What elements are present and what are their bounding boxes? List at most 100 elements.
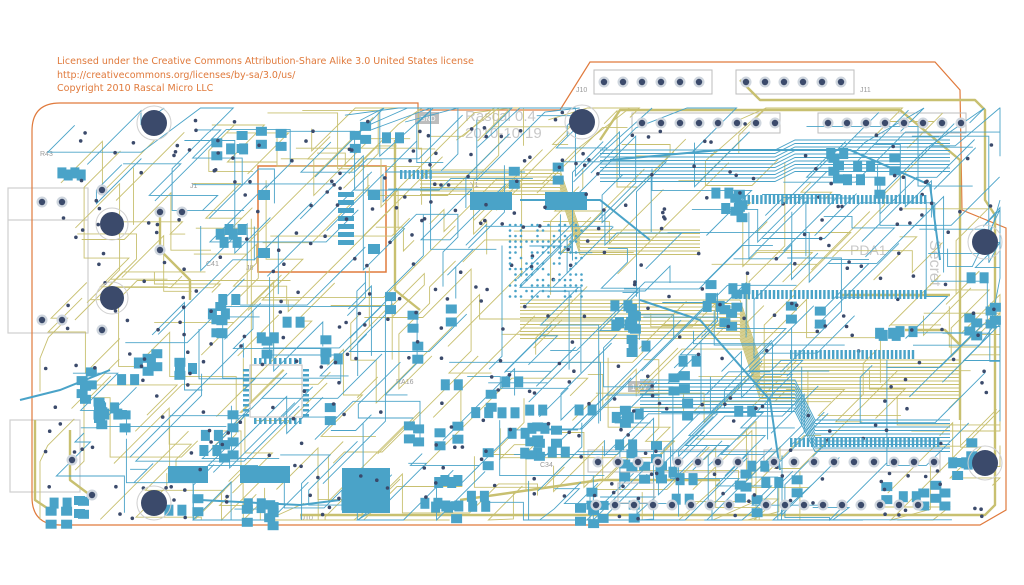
smd-pad bbox=[78, 509, 89, 519]
via bbox=[411, 149, 416, 153]
sdram-pad bbox=[789, 195, 792, 204]
via bbox=[512, 211, 517, 215]
via bbox=[882, 487, 887, 492]
via bbox=[602, 208, 606, 212]
smd-pad bbox=[295, 316, 305, 328]
via bbox=[47, 429, 52, 434]
via bbox=[841, 314, 846, 318]
sdram-pad bbox=[844, 438, 847, 447]
bga-pad bbox=[525, 267, 528, 271]
via bbox=[388, 240, 392, 245]
via bbox=[469, 127, 474, 131]
top-trace bbox=[262, 184, 370, 244]
bga-pad bbox=[514, 267, 517, 271]
via bbox=[836, 204, 840, 209]
bottom-trace bbox=[572, 141, 604, 261]
via bbox=[692, 164, 696, 168]
sdram-pad bbox=[882, 350, 885, 359]
bga-pad bbox=[547, 295, 550, 298]
bga-pad bbox=[508, 229, 512, 232]
bga-pad bbox=[508, 256, 512, 260]
bga-pad bbox=[530, 284, 534, 287]
sdram-pad bbox=[886, 290, 889, 299]
top-trace bbox=[473, 456, 565, 488]
smd-pad bbox=[675, 474, 685, 486]
sdram-pad bbox=[781, 290, 784, 299]
sdram-pad bbox=[894, 195, 897, 204]
via bbox=[596, 172, 600, 176]
via bbox=[354, 356, 358, 361]
via bbox=[636, 516, 640, 521]
bottom-trace bbox=[299, 114, 463, 173]
bga-pad bbox=[514, 289, 517, 293]
via bbox=[335, 203, 340, 207]
j8-pin-pad bbox=[338, 232, 354, 237]
via bbox=[125, 318, 130, 323]
bga-pad bbox=[514, 273, 517, 276]
smd-pad bbox=[520, 447, 530, 459]
sdram-pad bbox=[853, 438, 856, 447]
sdram-pad bbox=[844, 290, 847, 299]
via bbox=[441, 465, 446, 470]
via bbox=[903, 377, 908, 382]
bottom-trace bbox=[154, 129, 291, 202]
bga-pad bbox=[508, 262, 512, 265]
smd-pad bbox=[199, 445, 209, 456]
header-pin bbox=[649, 501, 657, 509]
via bbox=[765, 348, 769, 353]
bottom-trace bbox=[467, 376, 569, 418]
qfp-pad bbox=[269, 418, 272, 424]
smd-pad bbox=[621, 408, 631, 420]
via bbox=[338, 186, 342, 191]
bottom-trace bbox=[859, 364, 986, 424]
via bbox=[823, 324, 828, 328]
via bbox=[439, 326, 444, 330]
jack-pin bbox=[58, 316, 66, 324]
via bbox=[662, 207, 667, 211]
jack-pin bbox=[98, 326, 106, 334]
crystal-pad-right bbox=[545, 192, 587, 210]
via bbox=[532, 492, 537, 496]
header-pin bbox=[810, 458, 818, 466]
via bbox=[929, 201, 934, 206]
smd-pad bbox=[641, 340, 651, 352]
top-trace bbox=[240, 369, 285, 414]
via bbox=[621, 484, 625, 489]
via bbox=[827, 243, 831, 248]
sdram-pad bbox=[894, 290, 897, 299]
top-trace bbox=[635, 138, 687, 187]
sdram-pad bbox=[852, 290, 855, 299]
j8-connector-outline bbox=[257, 165, 387, 273]
via bbox=[980, 514, 984, 519]
jack-pin bbox=[178, 208, 186, 216]
smd-pad bbox=[678, 355, 688, 367]
sdram-pad bbox=[802, 350, 805, 359]
via bbox=[973, 506, 977, 511]
via bbox=[410, 233, 414, 237]
sdram-pad bbox=[785, 290, 788, 299]
qfp-pad bbox=[243, 404, 249, 407]
smd-pad bbox=[619, 418, 631, 428]
smd-pad bbox=[575, 516, 586, 526]
via bbox=[976, 333, 980, 338]
via bbox=[426, 133, 431, 138]
via bbox=[646, 306, 650, 311]
via bbox=[128, 352, 132, 356]
bga-pad bbox=[547, 240, 550, 243]
bga-pad bbox=[580, 278, 583, 282]
bottom-trace bbox=[347, 284, 372, 356]
smd-pad bbox=[255, 139, 267, 149]
smd-pad bbox=[525, 437, 537, 447]
bottom-trace bbox=[499, 420, 605, 477]
via bbox=[498, 359, 503, 363]
via bbox=[130, 516, 135, 521]
smd-pad bbox=[213, 429, 223, 441]
top-trace bbox=[134, 473, 202, 520]
via bbox=[342, 412, 346, 417]
sdram-pad bbox=[819, 290, 822, 299]
bga-pad bbox=[530, 240, 534, 243]
smd-pad bbox=[413, 437, 425, 447]
header-pin bbox=[850, 458, 858, 466]
via bbox=[225, 494, 229, 499]
sdram-pad bbox=[810, 290, 813, 299]
